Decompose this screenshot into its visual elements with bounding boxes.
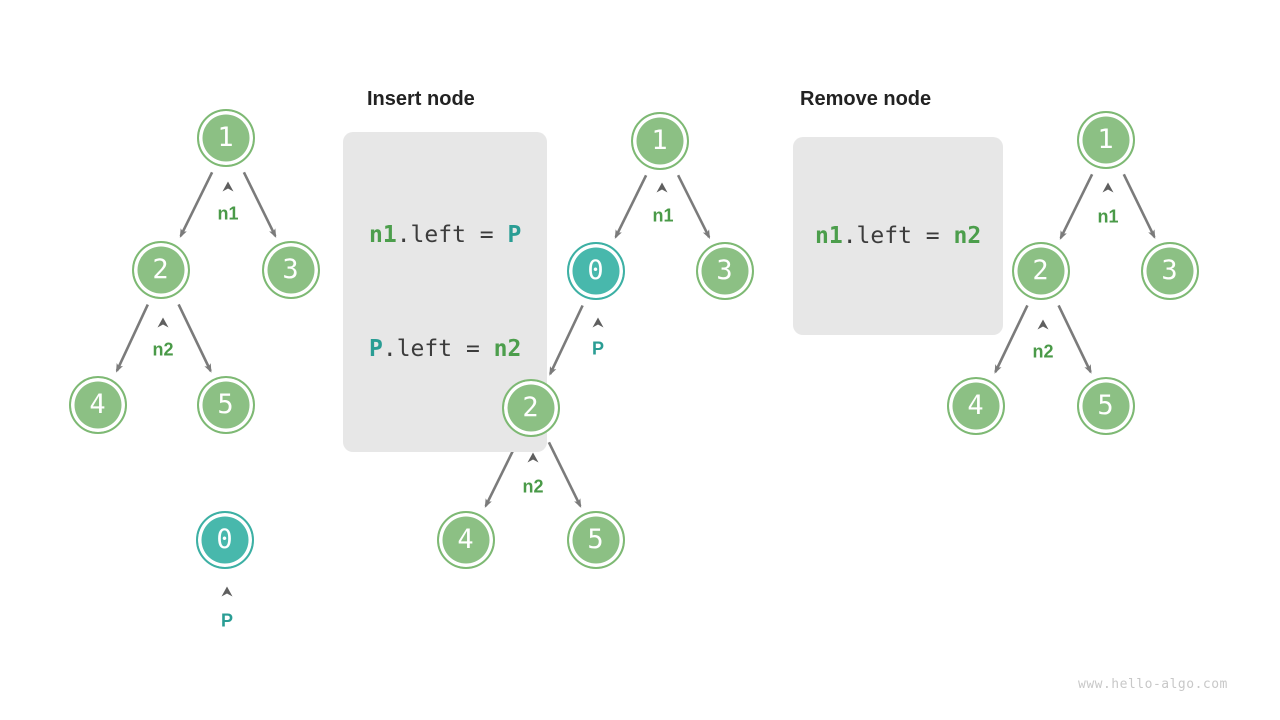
- edge-1-to-3: [242, 171, 277, 238]
- edge-2-to-4: [994, 304, 1029, 374]
- node-value: 3: [1161, 255, 1178, 286]
- remove-code-box: n1.left = n2: [793, 137, 1004, 335]
- caret-up-icon: [527, 452, 539, 463]
- left-tree-edges: [115, 171, 277, 373]
- code-token-p: P: [507, 222, 522, 248]
- edge-2-to-4: [115, 304, 149, 373]
- tree-node-4: 4: [68, 375, 127, 434]
- pointer-label-n1: n1: [652, 205, 674, 226]
- node-value: 4: [967, 390, 984, 421]
- node-value: 1: [651, 125, 668, 156]
- watermark-text: www.hello-algo.com: [1078, 677, 1228, 692]
- edge-1-to-0: [614, 174, 648, 239]
- node-value: 5: [217, 389, 234, 420]
- code-token-n1: n1: [369, 222, 397, 248]
- edge-2-to-4: [484, 441, 519, 508]
- tree-node-5: 5: [1076, 376, 1135, 435]
- pointer-carets: [157, 181, 1114, 597]
- caret-up-icon: [221, 586, 233, 597]
- node-value: 5: [1097, 390, 1114, 421]
- tree-node-3: 3: [1140, 241, 1199, 300]
- caret-up-icon: [157, 317, 169, 328]
- tree-node-1: 1: [1076, 110, 1135, 169]
- tree-node-0-inserted: 0: [566, 241, 625, 300]
- tree-node-5: 5: [566, 510, 625, 569]
- remove-node-title: Remove node: [800, 88, 932, 110]
- tree-node-0-standalone: 0: [195, 510, 254, 569]
- middle-tree-edges: [484, 174, 711, 508]
- code-token-p: P: [369, 336, 383, 362]
- pointer-label-p: P: [220, 610, 234, 631]
- pointer-label-n2: n2: [1032, 341, 1054, 362]
- edge-1-to-2: [1059, 173, 1094, 240]
- code-token-n2: n2: [493, 336, 522, 362]
- edge-2-to-5: [177, 303, 212, 373]
- tree-node-4: 4: [436, 510, 495, 569]
- edge-1-to-3: [676, 174, 711, 239]
- code-token-n1: n1: [815, 223, 843, 249]
- code-token-left-assign: .left =: [396, 222, 508, 248]
- edge-1-to-2: [179, 171, 214, 238]
- edge-1-to-3: [1122, 173, 1156, 239]
- edge-0-to-2: [549, 304, 584, 376]
- node-value: 4: [457, 524, 474, 555]
- node-value: 0: [216, 524, 233, 555]
- node-value: 0: [587, 255, 604, 286]
- edge-2-to-5: [1057, 304, 1092, 374]
- pointer-label-p: P: [591, 338, 605, 359]
- code-token-left-assign: .left =: [842, 223, 954, 249]
- node-value: 1: [1097, 124, 1114, 155]
- node-value: 3: [282, 254, 299, 285]
- caret-up-icon: [1102, 182, 1114, 193]
- node-value: 5: [587, 524, 604, 555]
- tree-node-1: 1: [196, 108, 255, 167]
- code-token-left-assign: .left =: [382, 336, 494, 362]
- tree-node-4: 4: [946, 376, 1005, 435]
- pointer-label-n2: n2: [152, 339, 174, 360]
- code-token-n2: n2: [953, 223, 982, 249]
- node-value: 3: [716, 255, 733, 286]
- tree-node-2: 2: [1011, 241, 1070, 300]
- tree-node-3: 3: [695, 241, 754, 300]
- tree-node-2: 2: [501, 378, 560, 437]
- tree-node-1: 1: [630, 111, 689, 170]
- node-value: 4: [89, 389, 106, 420]
- pointer-label-n2: n2: [522, 476, 544, 497]
- pointer-label-n1: n1: [1097, 206, 1119, 227]
- tree-node-5: 5: [196, 375, 255, 434]
- code-line: n1.left = P: [369, 216, 521, 254]
- caret-up-icon: [222, 181, 234, 192]
- code-line: P.left = n2: [369, 330, 521, 368]
- right-tree-edges: [994, 173, 1156, 374]
- tree-node-2: 2: [131, 240, 190, 299]
- edge-2-to-5: [547, 441, 582, 508]
- caret-up-icon: [656, 182, 668, 193]
- pointer-label-n1: n1: [217, 203, 239, 224]
- code-line: n1.left = n2: [815, 217, 981, 255]
- node-value: 2: [152, 254, 169, 285]
- node-value: 2: [522, 392, 539, 423]
- node-value: 1: [217, 122, 234, 153]
- caret-up-icon: [592, 317, 604, 328]
- node-value: 2: [1032, 255, 1049, 286]
- insert-node-title: Insert node: [367, 88, 475, 110]
- tree-node-3: 3: [261, 240, 320, 299]
- caret-up-icon: [1037, 319, 1049, 330]
